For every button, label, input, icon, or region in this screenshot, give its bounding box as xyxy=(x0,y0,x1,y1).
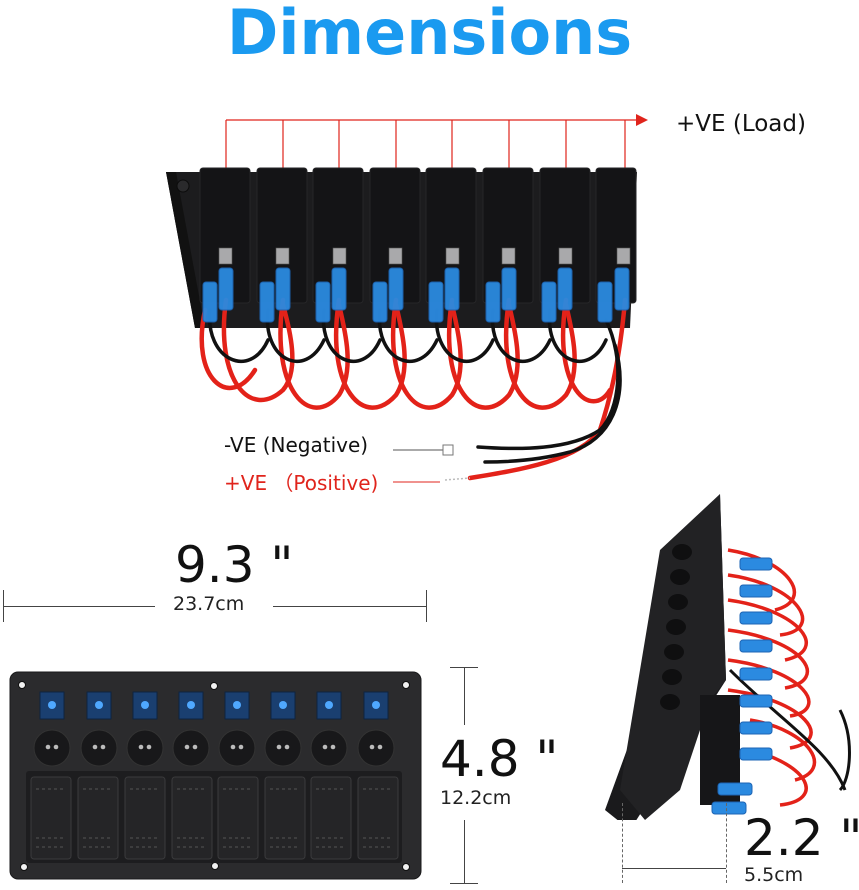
width-tick-right xyxy=(426,590,427,622)
depth-dimension-line xyxy=(622,868,726,869)
side-view xyxy=(605,494,851,820)
height-dimension-line-bottom xyxy=(464,820,465,883)
depth-guide-left xyxy=(622,803,623,883)
depth-guide-right xyxy=(726,803,727,883)
load-label: +VE (Load) xyxy=(676,111,806,137)
width-dimension-line-right xyxy=(273,606,427,607)
height-tick-bottom xyxy=(450,883,478,884)
rear-wiring-diagram xyxy=(166,114,648,483)
width-cm: 23.7cm xyxy=(173,593,245,615)
width-inches: 9.3 " xyxy=(175,536,294,594)
positive-label: +VE （Positive) xyxy=(224,471,379,495)
height-inches: 4.8 " xyxy=(440,730,559,788)
width-tick-left xyxy=(3,590,4,622)
height-cm: 12.2cm xyxy=(440,787,512,809)
width-dimension-line-left xyxy=(3,606,155,607)
negative-label: -VE (Negative) xyxy=(224,433,369,457)
height-dimension-line-top xyxy=(464,667,465,725)
front-panel xyxy=(9,671,422,880)
depth-cm: 5.5cm xyxy=(744,864,804,886)
arrow-right-icon xyxy=(636,114,648,126)
page-title: Dimensions xyxy=(226,0,633,69)
depth-inches: 2.2 " xyxy=(744,809,859,867)
